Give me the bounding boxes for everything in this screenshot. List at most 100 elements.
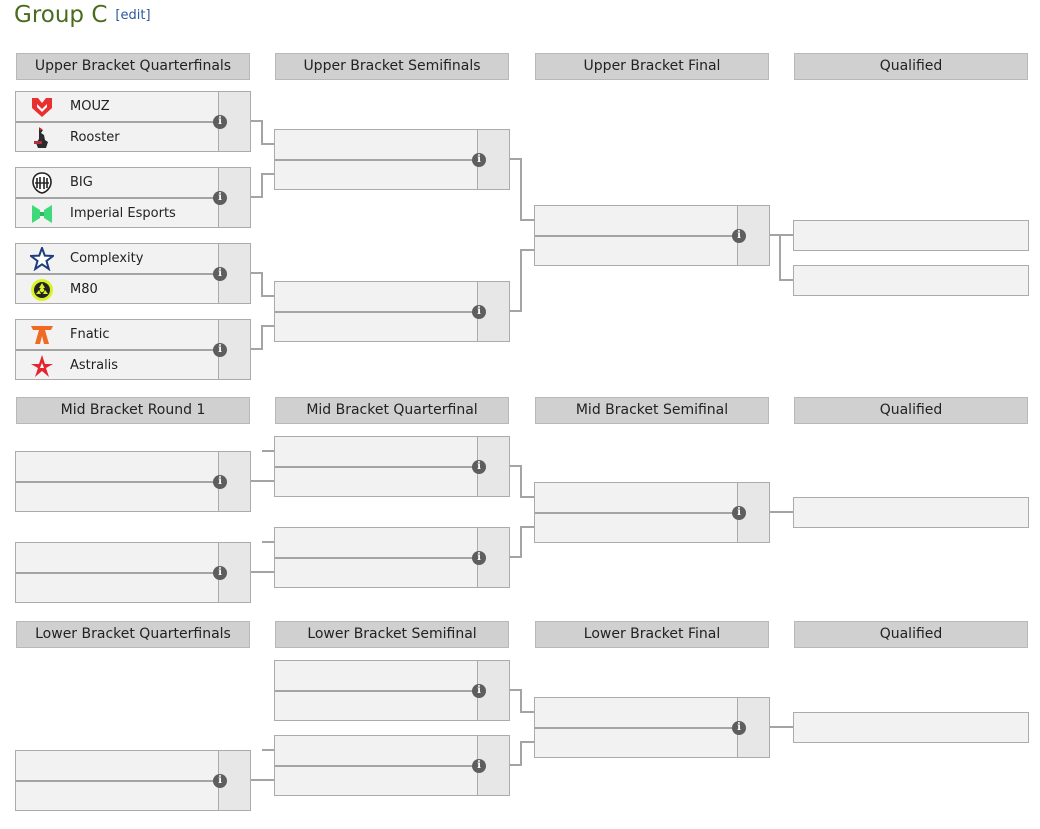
info-icon[interactable]: i (472, 460, 486, 474)
connector (509, 158, 535, 221)
match-divider (16, 481, 250, 483)
imperial-logo (28, 202, 56, 226)
upper-final-match: i (534, 205, 770, 266)
team-name: Complexity (70, 251, 144, 266)
complexity-logo (28, 246, 56, 271)
m80-logo (28, 278, 56, 302)
info-icon[interactable]: i (732, 229, 746, 243)
team-name: Astralis (70, 358, 119, 373)
upper-qf-match-2: BIG Imperial Esports i (15, 167, 251, 228)
info-icon[interactable]: i (732, 721, 746, 735)
match-divider (275, 466, 509, 468)
team-row-rooster[interactable]: Rooster (16, 123, 216, 152)
fnatic-logo (28, 323, 56, 347)
team-name: Imperial Esports (70, 206, 176, 221)
mouz-logo (28, 95, 56, 119)
lower-sf-match-2: i (274, 735, 510, 796)
match-divider (16, 349, 250, 351)
lower-qualified-slot (793, 712, 1029, 743)
upper-qf-match-4: Fnatic Astralis i (15, 319, 251, 380)
info-icon[interactable]: i (472, 153, 486, 167)
match-divider (16, 572, 250, 574)
match-divider (535, 512, 769, 514)
round-header-mid-quarterfinal: Mid Bracket Quarterfinal (275, 397, 509, 424)
round-header-upper-final: Upper Bracket Final (535, 53, 769, 80)
round-header-lower-qualified: Qualified (794, 621, 1028, 648)
round-header-lower-quarterfinals: Lower Bracket Quarterfinals (16, 621, 250, 648)
big-logo (28, 171, 56, 195)
team-row-imperial-esports[interactable]: Imperial Esports (16, 199, 216, 228)
info-icon[interactable]: i (213, 475, 227, 489)
mid-sf-match: i (534, 482, 770, 543)
lower-final-match: i (534, 697, 770, 758)
info-icon[interactable]: i (472, 684, 486, 698)
round-header-mid-semifinal: Mid Bracket Semifinal (535, 397, 769, 424)
round-header-upper-qualified: Qualified (794, 53, 1028, 80)
team-row-mouz[interactable]: MOUZ (16, 92, 216, 121)
mid-qualified-slot (793, 497, 1029, 528)
connector (250, 120, 275, 145)
upper-sf-match-1: i (274, 129, 510, 190)
round-header-lower-final: Lower Bracket Final (535, 621, 769, 648)
connector (509, 249, 535, 312)
info-icon[interactable]: i (732, 506, 746, 520)
mid-qf-match-1: i (274, 436, 510, 497)
match-divider (16, 121, 250, 123)
round-header-upper-semifinals: Upper Bracket Semifinals (275, 53, 509, 80)
round-header-mid-round-1: Mid Bracket Round 1 (16, 397, 250, 424)
match-divider (16, 780, 250, 782)
match-divider (16, 197, 250, 199)
edit-link[interactable]: edit (120, 8, 146, 23)
team-name: M80 (70, 282, 98, 297)
team-row-astralis[interactable]: Astralis (16, 351, 216, 380)
connector (509, 689, 535, 713)
connector (779, 235, 794, 281)
round-header-lower-semifinal: Lower Bracket Semifinal (275, 621, 509, 648)
match-divider (535, 727, 769, 729)
info-icon[interactable]: i (213, 115, 227, 129)
team-name: Fnatic (70, 327, 110, 342)
match-divider (275, 765, 509, 767)
group-title: Group C (14, 2, 108, 28)
team-row-fnatic[interactable]: Fnatic (16, 320, 216, 349)
team-name: BIG (70, 175, 93, 190)
mid-r1-match-2: i (15, 542, 251, 603)
connector (509, 526, 535, 558)
team-row-m80[interactable]: M80 (16, 275, 216, 304)
team-row-big[interactable]: BIG (16, 168, 216, 197)
team-name: MOUZ (70, 99, 110, 114)
info-icon[interactable]: i (213, 774, 227, 788)
match-divider (275, 311, 509, 313)
lower-sf-match-1: i (274, 660, 510, 721)
info-icon[interactable]: i (472, 305, 486, 319)
mid-r1-match-1: i (15, 451, 251, 512)
round-header-mid-qualified: Qualified (794, 397, 1028, 424)
match-divider (275, 557, 509, 559)
info-icon[interactable]: i (213, 566, 227, 580)
rooster-logo (28, 126, 56, 150)
upper-qf-match-1: MOUZ Rooster i (15, 91, 251, 152)
match-divider (16, 273, 250, 275)
connector (509, 741, 535, 766)
connector (509, 465, 535, 498)
info-icon[interactable]: i (213, 343, 227, 357)
info-icon[interactable]: i (213, 267, 227, 281)
page-title: Group C [edit] (14, 0, 151, 31)
info-icon[interactable]: i (472, 759, 486, 773)
info-icon[interactable]: i (472, 551, 486, 565)
edit-link-wrapper: [edit] (115, 8, 151, 23)
match-divider (535, 235, 769, 237)
astralis-logo (28, 354, 56, 378)
connector (250, 325, 275, 350)
match-divider (275, 690, 509, 692)
upper-qualified-slot-1 (793, 220, 1029, 251)
team-name: Rooster (70, 130, 120, 145)
team-row-complexity[interactable]: Complexity (16, 244, 216, 273)
mid-qf-match-2: i (274, 527, 510, 588)
upper-qf-match-3: Complexity M80 i (15, 243, 251, 304)
lower-qf-match-1: i (15, 750, 251, 811)
upper-qualified-slot-2 (793, 265, 1029, 296)
upper-sf-match-2: i (274, 281, 510, 342)
match-divider (275, 159, 509, 161)
info-icon[interactable]: i (213, 191, 227, 205)
